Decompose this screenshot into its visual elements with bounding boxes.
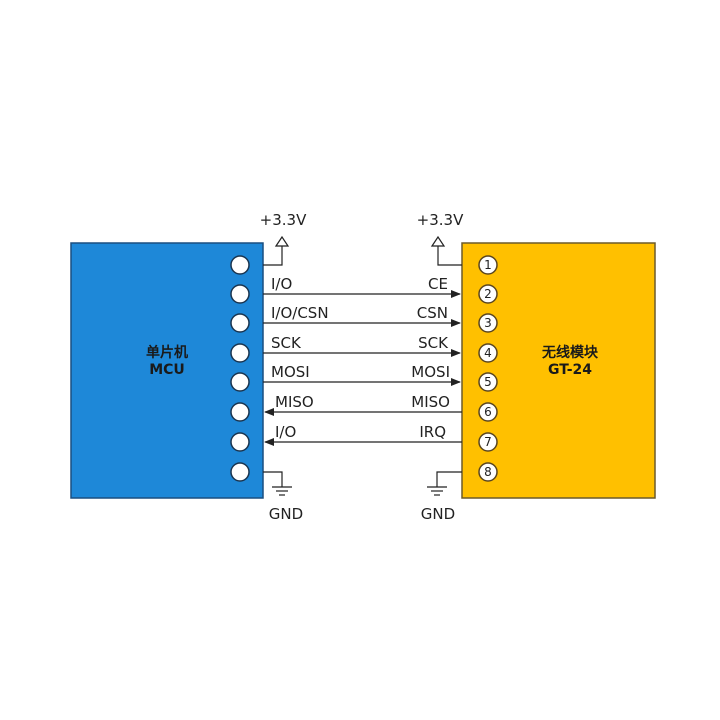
- module-signal-label: CSN: [417, 304, 448, 322]
- module-pins: 1 2 3 4 5 6 7 8: [478, 255, 498, 482]
- mcu-signal-label: I/O: [275, 423, 296, 441]
- mcu-signal-label: MOSI: [271, 363, 310, 381]
- pin-number: 4: [484, 346, 492, 360]
- module-signal-label: MISO: [411, 393, 450, 411]
- module-block: 无线模块 GT-24 1 2 3 4 5 6 7 8: [461, 242, 656, 499]
- module-ground-label: GND: [421, 505, 455, 523]
- module-power-symbol: [430, 235, 462, 266]
- mcu-block: 单片机 MCU: [70, 242, 264, 499]
- module-title-en: GT-24: [548, 362, 592, 378]
- pin-number: 1: [484, 258, 492, 272]
- mcu-signal-label: MISO: [275, 393, 314, 411]
- pin-number: 6: [484, 405, 492, 419]
- mcu-signal-label: I/O: [271, 275, 292, 293]
- mcu-power-symbol: [263, 235, 290, 266]
- pin-number: 7: [484, 435, 492, 449]
- module-power-label: +3.3V: [417, 211, 464, 229]
- mcu-ground-symbol: [263, 471, 292, 496]
- module-signal-label: IRQ: [419, 423, 446, 441]
- module-signal-label: MOSI: [411, 363, 450, 381]
- mcu-power-label: +3.3V: [260, 211, 307, 229]
- module-title-cn: 无线模块: [541, 344, 599, 361]
- signal-lines: [263, 290, 462, 446]
- mcu-title-en: MCU: [149, 362, 185, 378]
- mcu-title-cn: 单片机: [146, 344, 188, 361]
- pin-number: 5: [484, 375, 492, 389]
- pin-number: 3: [484, 316, 492, 330]
- mcu-pins: [230, 255, 250, 482]
- pin-number: 8: [484, 465, 492, 479]
- mcu-ground-label: GND: [269, 505, 303, 523]
- module-signal-label: CE: [428, 275, 448, 293]
- mcu-signal-label: SCK: [271, 334, 302, 352]
- pin-number: 2: [484, 287, 492, 301]
- module-ground-symbol: [427, 471, 462, 496]
- module-signal-label: SCK: [418, 334, 449, 352]
- mcu-signal-label: I/O/CSN: [271, 304, 329, 322]
